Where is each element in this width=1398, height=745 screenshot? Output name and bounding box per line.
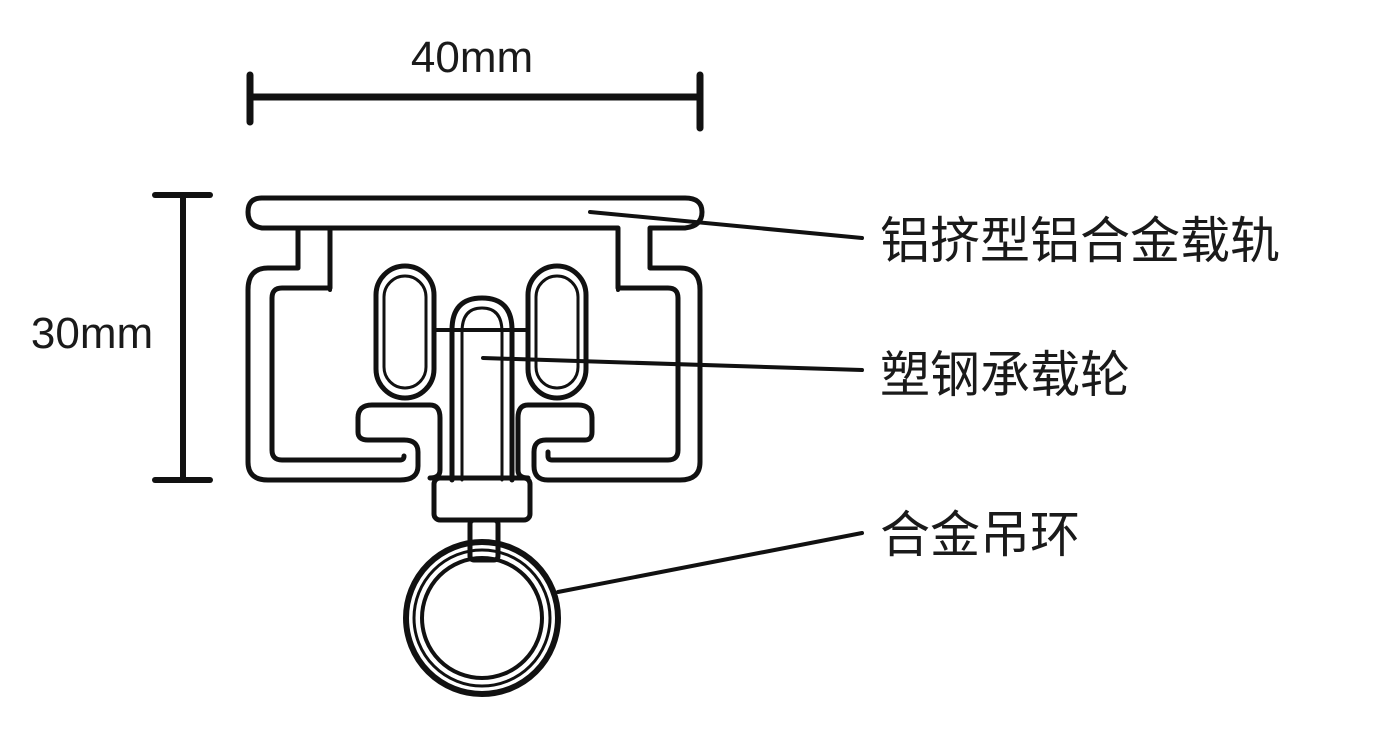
height-dimension: 30mm [31,192,213,483]
plastic-steel-wheels [373,263,589,401]
callout-rail-label: 铝挤型铝合金载轨 [880,212,1280,270]
width-dimension: 40mm [246,33,704,132]
height-dimension-label: 30mm [31,309,153,358]
width-dimension-label: 40mm [411,33,533,82]
aluminum-rail [245,195,705,483]
alloy-hanging-ring [403,539,561,697]
callout-wheel-label: 塑钢承载轮 [880,346,1130,404]
callout-ring-label: 合金吊环 [880,506,1080,564]
leader-lines [481,210,864,594]
